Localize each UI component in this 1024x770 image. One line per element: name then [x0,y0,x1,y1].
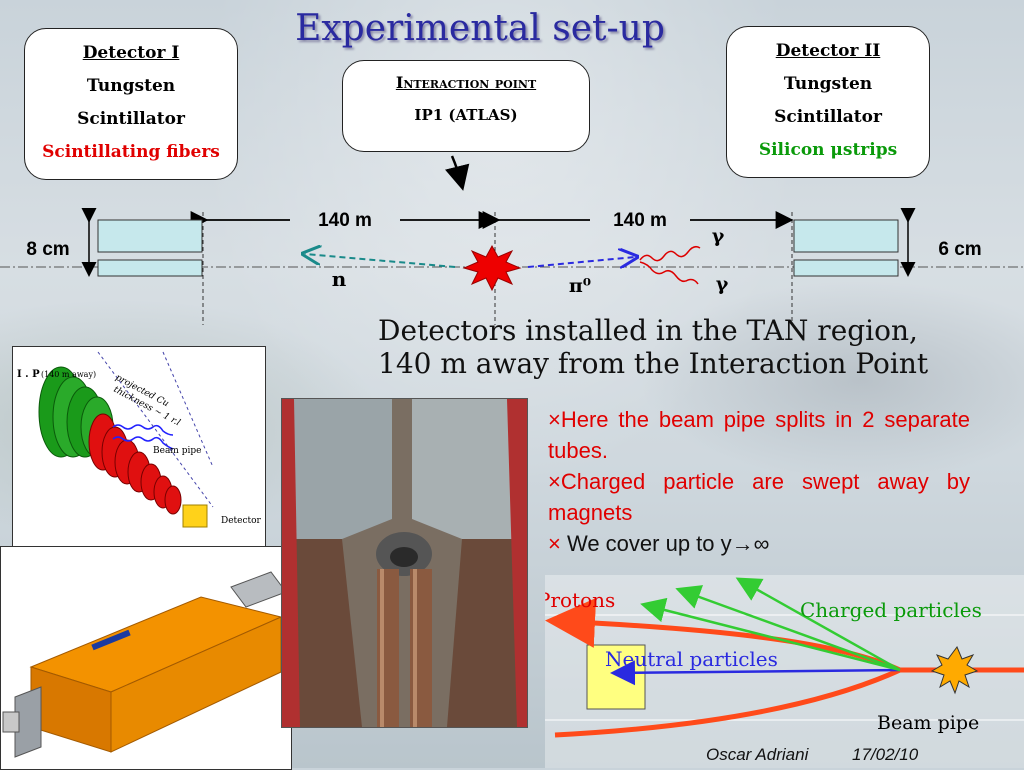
pion-label: π⁰ [569,275,591,297]
size-left-label: 8 cm [26,239,69,260]
neutron-arrow [305,254,456,268]
proton-lower-line [554,667,902,738]
red-cones [88,413,182,515]
beamline-schematic: 140 m 140 m 8 cm 6 cm n π⁰ γ γ [0,155,1024,325]
neutron-label: n [332,267,347,291]
bullet-3: × We cover up to y→∞ [548,528,970,559]
interaction-point-title: Interaction point [395,73,537,92]
size-right-label: 6 cm [938,239,981,260]
gamma-wave-1 [639,245,701,262]
detector-1-line2: Scintillator [77,109,185,129]
bullet-1: ×Here the beam pipe splits in 2 separate… [548,404,970,466]
sketch-distance-label: (140 m away) [41,370,96,379]
detector-2-box: Detector II Tungsten Scintillator Silico… [726,26,930,178]
page-title: Experimental set-up [295,8,665,49]
detector-cad-image [0,546,292,770]
detector-2-line3: Silicon μstrips [758,140,898,160]
sketch-beampipe-label: Beam pipe [153,446,201,456]
gamma-wave-2 [639,261,699,285]
detector-1-line3: Scintillating fibers [42,142,220,162]
detector-2-title: Detector II [775,41,881,61]
bullet-mark-1: × [548,407,561,432]
neutral-arrow [610,660,901,686]
detector-1-top-block [97,219,203,253]
detector-1-box: Detector I Tungsten Scintillator Scintil… [24,28,238,180]
neutral-particles-label: Neutral particles [605,647,778,671]
interaction-point-box: Interaction point IP1 (ATLAS) [342,60,590,152]
footer-author: Oscar Adriani [706,745,809,764]
detector-2-line2: Scintillator [774,107,882,127]
detector-cad-drawing [2,571,287,758]
main-description: Detectors installed in the TAN region, 1… [378,314,929,380]
bullet-text-1: Here the beam pipe splits in 2 separate … [548,407,970,463]
sketch-ip-label: I . P [17,369,40,380]
detector-sketch: I . P (140 m away) projected Cu thicknes… [12,346,266,548]
charged-particles-label: Charged particles [800,598,982,622]
protons-label: Protons [545,588,615,612]
detector-1-line1: Tungsten [86,76,176,96]
gamma-lower-label: γ [716,273,729,295]
tan-region-photo [281,398,528,728]
interaction-star [462,244,522,292]
beam-pipe-diagram: Protons Charged particles Neutral partic… [545,575,1024,768]
gamma-upper-label: γ [712,225,725,247]
detector-2-top-block [793,219,899,253]
collision-star [930,646,979,695]
bullet-2: ×Charged particle are swept away by magn… [548,466,970,528]
bullet-text-2: Charged particle are swept away by magne… [548,469,970,525]
detector-1-bottom-block [97,259,203,277]
charged-arrow-2 [675,585,901,672]
bullet-text-3: We cover up to y→∞ [560,531,770,556]
distance-left-label: 140 m [318,210,372,231]
detector-2-bottom-block [793,259,899,277]
detector-block [182,504,208,528]
pion-arrow [527,257,635,267]
charged-arrow-1 [640,597,901,672]
sketch-detector-label: Detector [221,516,262,526]
footer-date: 17/02/10 [852,745,919,764]
charged-arrow-3 [735,577,901,672]
tan-photo-drawing [282,399,527,727]
ip-pointer-arrow [445,155,470,191]
interaction-point-sub: IP1 (ATLAS) [414,106,518,124]
bullet-list: ×Here the beam pipe splits in 2 separate… [548,404,970,559]
detector-sketch-drawing: I . P (140 m away) projected Cu thicknes… [17,351,262,528]
detector-1-title: Detector I [82,43,180,63]
detector-2-line1: Tungsten [783,74,873,94]
bullet-mark-2: × [548,469,561,494]
beam-pipe-label: Beam pipe [877,712,979,734]
distance-right-label: 140 m [613,210,667,231]
bullet-mark-3: × [548,531,561,556]
